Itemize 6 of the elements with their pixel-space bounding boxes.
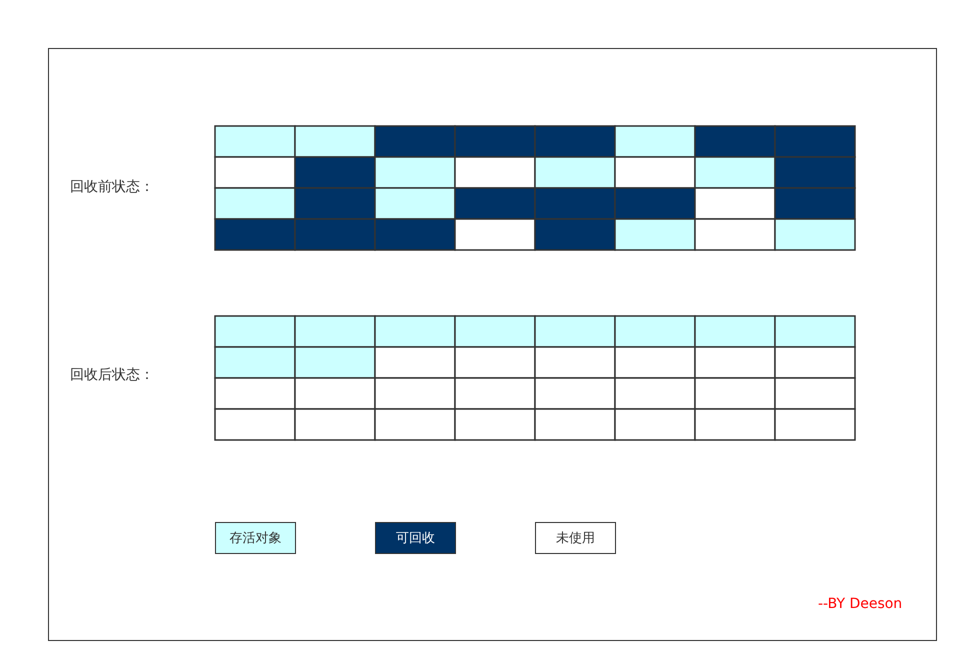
legend-text: 存活对象	[230, 530, 282, 547]
signature: --BY Deeson	[818, 596, 902, 612]
legend-text: 未使用	[556, 530, 595, 547]
state-label: 回收后状态：	[70, 366, 154, 384]
legend-text: 可回收	[396, 530, 435, 547]
state-label: 回收前状态：	[70, 178, 154, 196]
